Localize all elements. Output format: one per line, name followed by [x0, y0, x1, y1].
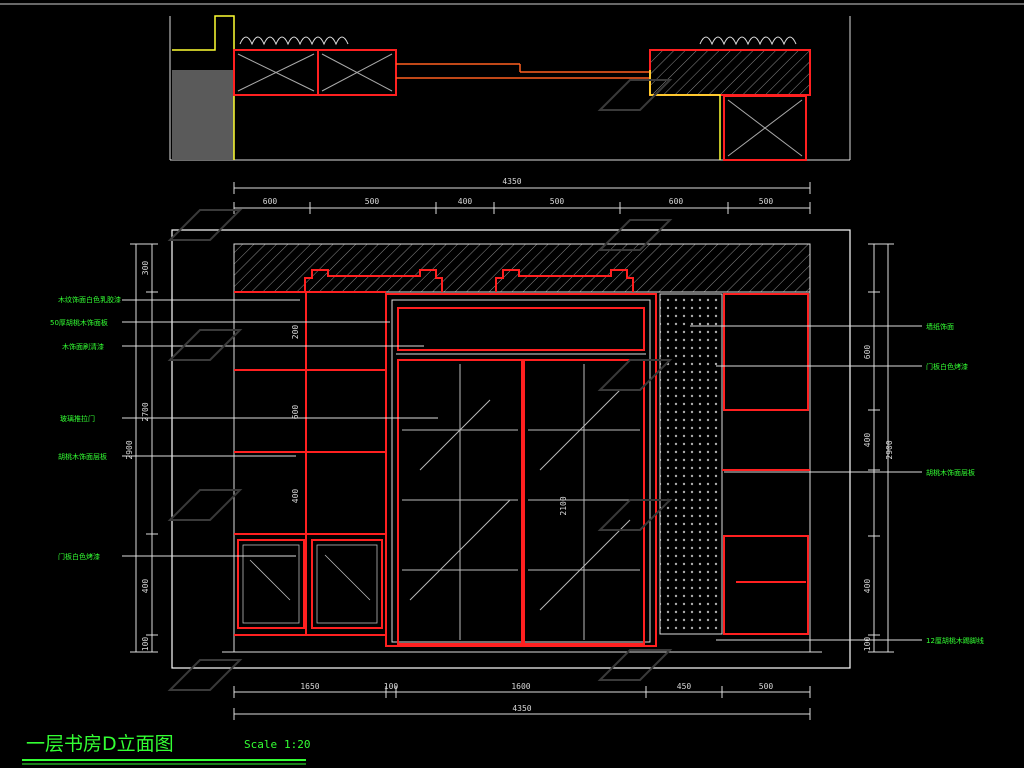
right-dim-1: 600	[863, 345, 872, 360]
wallpaper-panel	[659, 293, 723, 635]
bottom-dim-4: 450	[677, 682, 692, 691]
right-overall-dim: 2900	[885, 440, 894, 459]
left-dim-1: 300	[141, 261, 150, 276]
bottom-dim-5: 500	[759, 682, 774, 691]
annotation-left-2: 50厚胡桃木饰面板	[50, 318, 108, 327]
left-dim-4: 100	[141, 637, 150, 652]
right-dim-3: 400	[863, 579, 872, 594]
plan-view	[169, 15, 851, 161]
right-dim-2: 400	[863, 433, 872, 448]
right-dimensions	[868, 243, 894, 653]
bottom-dim-1: 1650	[300, 682, 319, 691]
annotation-right-2: 门板白色烤漆	[926, 362, 968, 371]
left-dim-2: 2700	[141, 402, 150, 421]
annotation-left-1: 木纹饰面白色乳胶漆	[58, 295, 121, 304]
left-dim-3: 400	[141, 579, 150, 594]
plan-dim-5: 600	[669, 197, 684, 206]
annotation-left-3: 木饰面刷清漆	[62, 342, 104, 351]
scale-label: Scale	[244, 738, 277, 751]
plan-dim-4: 500	[550, 197, 565, 206]
elevation-frame	[171, 229, 851, 669]
annotation-left-4: 玻璃推拉门	[60, 414, 95, 423]
right-dim-4: 100	[863, 637, 872, 652]
annotation-left-5: 胡桃木饰面层板	[58, 452, 107, 461]
annotation-right-4: 12厘胡桃木踢脚线	[926, 636, 984, 645]
ceiling-hatch	[233, 243, 811, 293]
plan-dim-1: 600	[263, 197, 278, 206]
left-cabinet	[234, 291, 386, 636]
plan-overall-dim: 4350	[502, 177, 521, 186]
plan-dimensions	[233, 182, 811, 214]
inner-dim-2: 600	[291, 405, 300, 420]
bottom-dim-3: 1600	[511, 682, 530, 691]
right-leaders	[690, 325, 922, 641]
inner-dim-1: 200	[291, 325, 300, 340]
bottom-dim-2: 100	[384, 682, 399, 691]
bottom-overall-dim: 4350	[512, 704, 531, 713]
plan-dim-3: 400	[458, 197, 473, 206]
right-cabinet	[722, 293, 810, 635]
annotation-right-1: 墙纸饰面	[926, 322, 954, 331]
plan-dim-6: 500	[759, 197, 774, 206]
left-leaders	[122, 299, 438, 557]
left-dimensions	[130, 243, 158, 653]
inner-dim-4: 2100	[559, 496, 568, 515]
crown-moulding	[304, 269, 634, 292]
drawing-title: 一层书房D立面图	[26, 733, 174, 755]
annotation-left-6: 门板白色烤漆	[58, 552, 100, 561]
annotation-right-3: 胡桃木饰面层板	[926, 468, 975, 477]
watermark-logo-icon	[167, 79, 673, 691]
left-overall-dim: 2900	[125, 440, 134, 459]
plan-dim-2: 500	[365, 197, 380, 206]
inner-dim-3: 400	[291, 489, 300, 504]
sliding-glass-door	[385, 293, 657, 647]
bottom-dimensions	[233, 686, 811, 720]
scale-value: 1:20	[284, 738, 311, 751]
plan-wall-block	[172, 70, 234, 160]
